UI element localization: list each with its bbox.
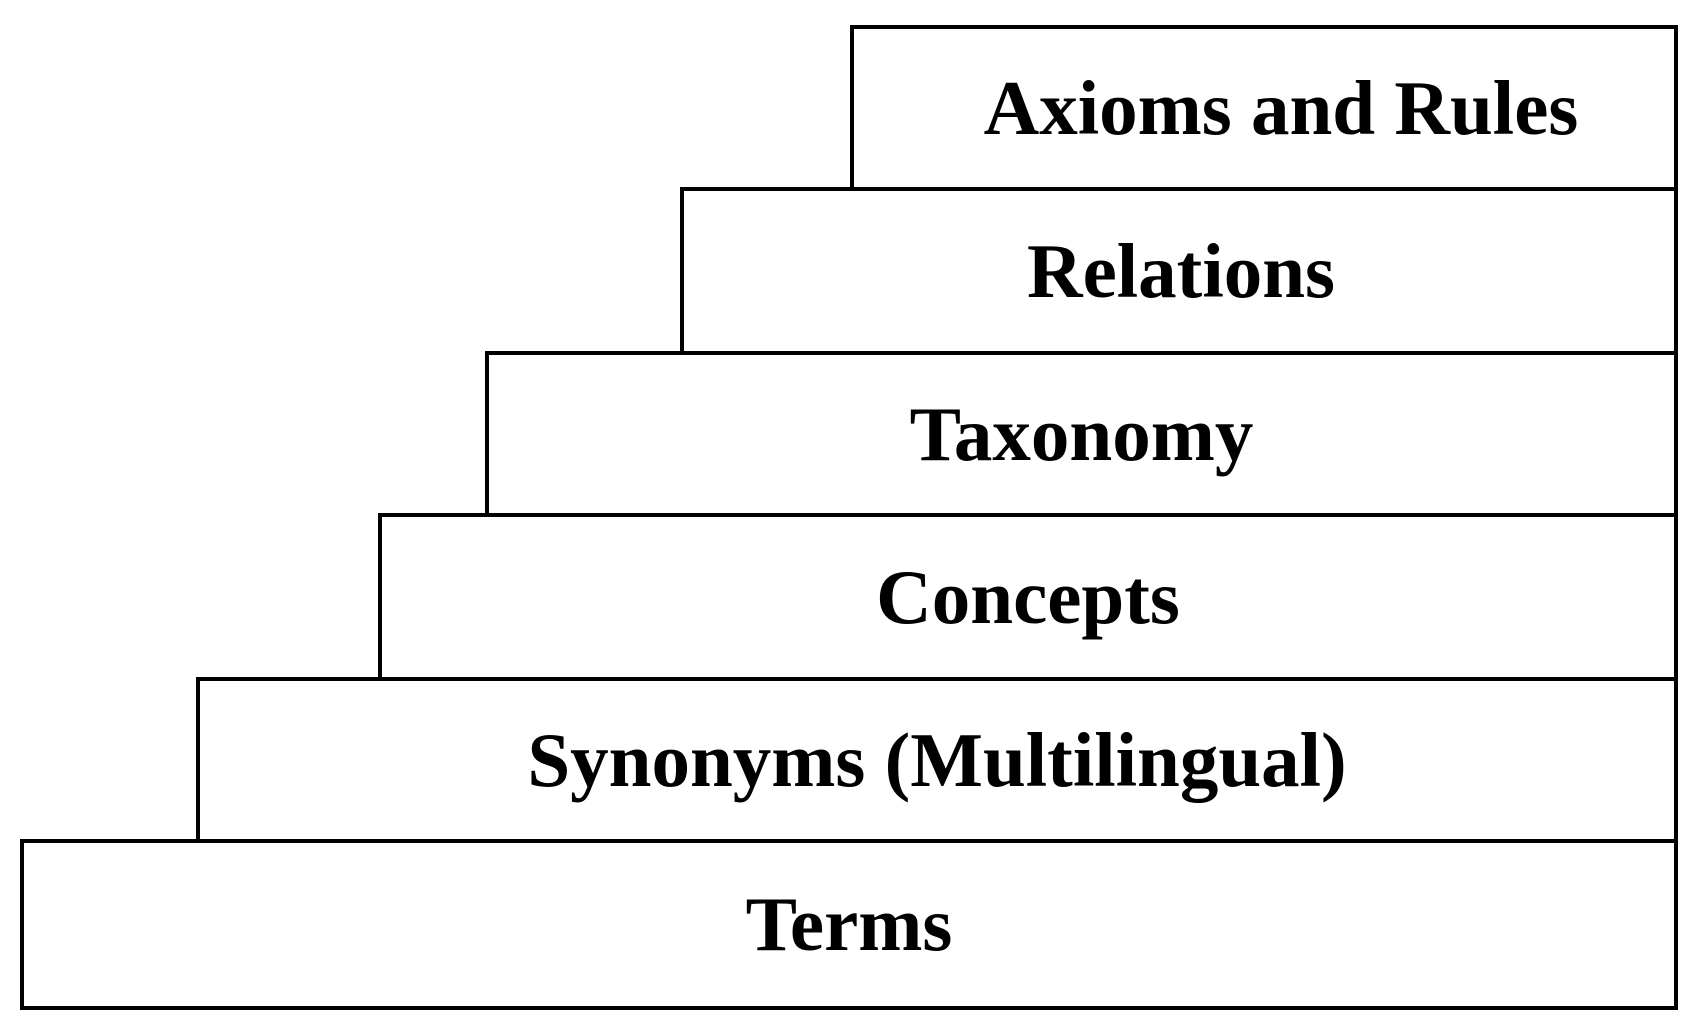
step-synonyms: Synonyms (Multilingual)	[196, 677, 1678, 843]
step-label: Terms	[745, 881, 953, 967]
step-label: Relations	[1027, 227, 1335, 314]
step-label: Concepts	[876, 553, 1180, 640]
step-relations: Relations	[680, 187, 1678, 355]
step-label: Axioms and Rules	[983, 64, 1579, 151]
step-concepts: Concepts	[378, 513, 1678, 681]
step-axioms-and-rules: Axioms and Rules	[850, 25, 1678, 191]
step-terms: Terms	[20, 839, 1678, 1010]
step-label: Taxonomy	[909, 390, 1254, 477]
step-taxonomy: Taxonomy	[485, 351, 1678, 517]
step-label: Synonyms (Multilingual)	[527, 716, 1347, 803]
